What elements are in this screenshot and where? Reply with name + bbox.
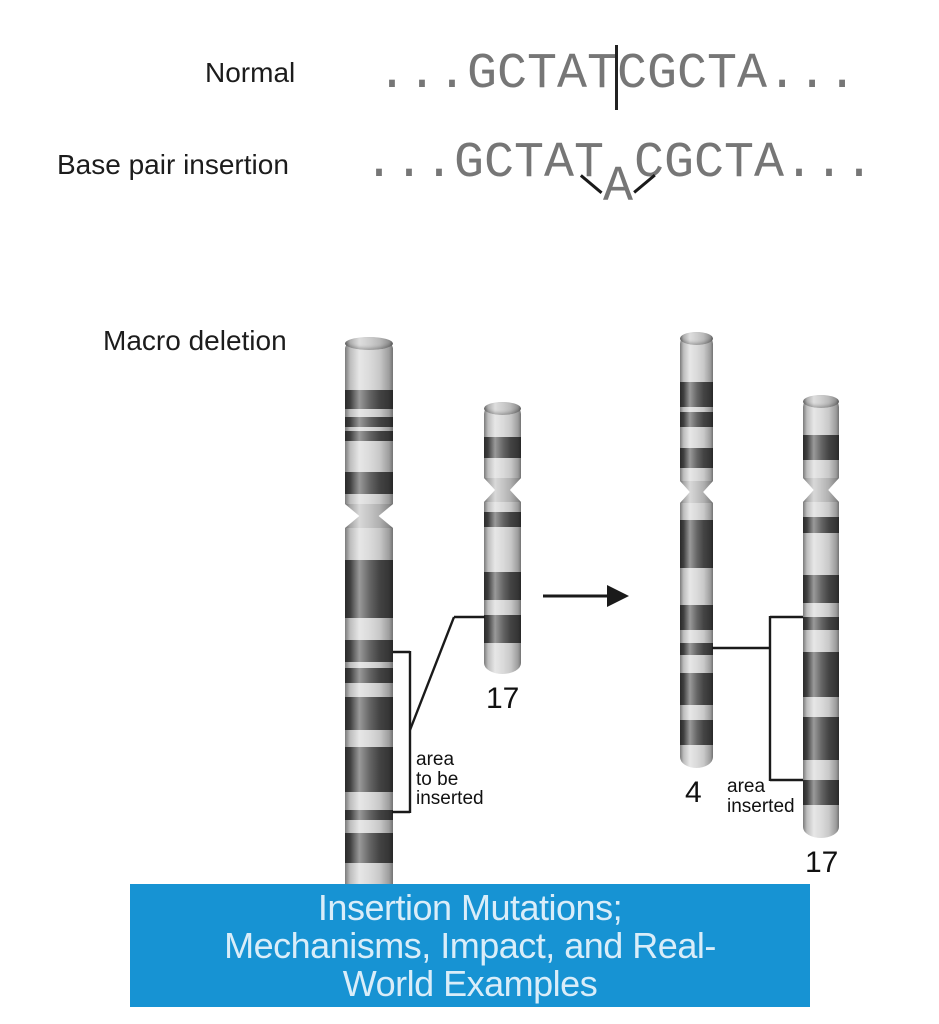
area-to-be-inserted-label: area to be inserted [416,750,484,809]
chromosome-band [345,427,393,431]
area-to-be-inserted-line1: area [416,749,455,770]
insertion-sequence-right: CGCTA... [634,135,875,192]
chromosome-band [345,441,393,472]
chromosome-band [680,468,713,481]
chromosome-band [803,460,839,478]
chromosome-4-after-deletion-label: 4 [685,776,702,809]
chromosome-band [803,533,839,575]
centromere-band [680,481,713,503]
chromosome-band [680,412,713,427]
chromosome-4-after-deletion [680,332,713,768]
chromosome-band [803,575,839,603]
chromosome-band [484,572,521,600]
chromosome-band [680,655,713,673]
banner-line3: World Examples [342,962,598,1004]
chromosome-band [345,472,393,494]
chromosome-band [345,494,393,504]
base-pair-insertion-label: Base pair insertion [57,149,289,180]
chromosome-band [345,697,393,730]
chromosome-17-original-label: 17 [486,682,520,715]
chromosome-17-original [484,402,521,674]
chromosome-band [680,720,713,745]
connector-line [408,616,456,731]
area-to-be-inserted-line3: inserted [416,788,484,809]
chromosome-band [484,502,521,512]
chromosome-band [345,640,393,662]
chromosome-band [345,528,393,560]
chromosome-band [345,683,393,697]
chromosome-band [680,705,713,720]
banner-line1: Insertion Mutations; [317,886,623,928]
chromosome-band [345,560,393,618]
chromosome-band [803,603,839,617]
chromosome-cap [484,402,521,415]
chromosome-band [803,697,839,717]
chromosome-band [680,448,713,468]
chromosome-band [680,605,713,630]
chromosome-17-after-insertion-label: 17 [805,846,839,879]
chromosome-band [803,617,839,630]
chromosome-band [803,717,839,760]
chromosome-band [484,512,521,527]
chromosome-band [680,643,713,655]
chromosome-band [484,437,521,458]
chromosome-band [345,662,393,668]
chromosome-band [680,568,713,605]
chromosome-band [345,431,393,441]
chromosome-17-after-insertion [803,395,839,838]
insertion-sequence-left: ...GCTAT [364,135,605,192]
chromosome-band [345,618,393,640]
chromosome-band [345,863,393,884]
chromosome-band [680,630,713,643]
chromosome-band [803,805,839,838]
chromosome-band [803,435,839,460]
chromosome-band [484,643,521,674]
area-to-be-inserted-line2: to be [416,768,459,790]
normal-label: Normal [205,57,296,88]
chromosome-band [680,407,713,412]
chromosome-band [680,427,713,448]
chromosome-band [680,503,713,520]
insertion-point-bar [615,45,618,110]
chromosome-band [803,517,839,533]
chromosome-band [345,747,393,792]
chromosome-band [345,792,393,810]
chromosome-band [803,652,839,697]
chromosome-band [345,409,393,417]
chromosome-band [345,810,393,820]
chromosome-band [680,745,713,768]
chromosome-band [345,417,393,427]
chromosome-band [680,520,713,568]
macro-deletion-label: Macro deletion [103,325,287,356]
chromosome-band [345,730,393,747]
chromosome-band [680,382,713,407]
chromosome-band [680,673,713,705]
chromosome-4-original [345,337,393,884]
chromosome-cap [345,337,393,350]
banner-line2: Mechanisms, Impact, and Real- [224,924,716,966]
chromosome-band [345,833,393,863]
chromosome-band [345,820,393,833]
chromosome-band [484,615,521,643]
chromosome-cap [680,332,713,345]
chromosome-band [345,668,393,683]
chromosome-band [484,600,521,615]
chromosome-band [803,630,839,652]
area-inserted-line1: area [727,776,766,797]
chromosome-band [803,760,839,780]
chromosome-cap [803,395,839,408]
centromere-band [803,478,839,502]
chromosome-band [803,502,839,517]
centromere-band [345,504,393,528]
title-banner: Insertion Mutations; Mechanisms, Impact,… [130,884,810,1007]
inserted-base: A [603,159,634,216]
centromere-band [484,478,521,502]
area-inserted-line2: inserted [727,795,795,817]
arrow-head-icon [607,585,629,607]
chromosome-band [803,780,839,805]
area-inserted-label: area inserted [727,777,795,816]
chromosome-band [345,390,393,409]
chromosome-band [484,458,521,478]
chromosome-band [484,527,521,572]
